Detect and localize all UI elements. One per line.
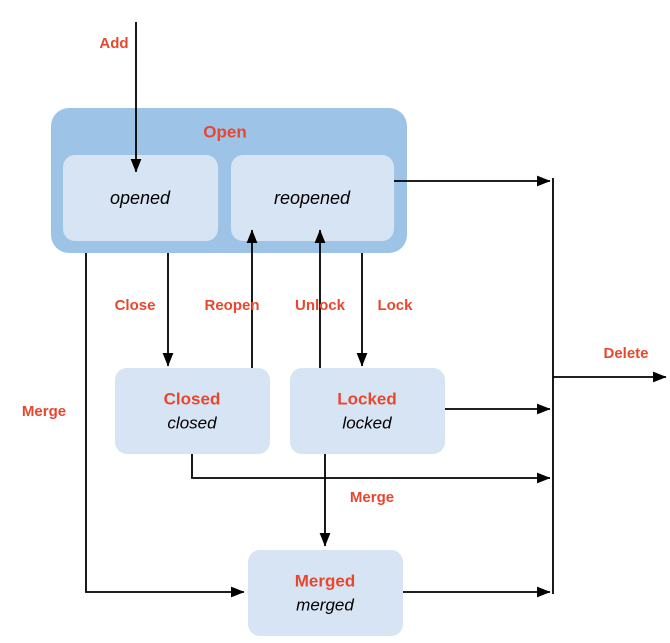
edge-label-reopen: Reopen bbox=[204, 297, 259, 314]
state-locked-box bbox=[290, 368, 445, 454]
state-merged-subtitle: merged bbox=[296, 595, 354, 614]
state-merged-title: Merged bbox=[295, 571, 355, 590]
state-opened[interactable]: opened bbox=[63, 155, 218, 241]
state-reopened-box bbox=[231, 155, 394, 241]
state-locked-title: Locked bbox=[337, 389, 397, 408]
state-locked-subtitle: locked bbox=[342, 413, 392, 432]
state-closed-box bbox=[115, 368, 270, 454]
edge-closed-to-delete-bus bbox=[191, 454, 551, 484]
state-locked[interactable]: Locked locked bbox=[290, 368, 445, 454]
edge-label-unlock: Unlock bbox=[295, 297, 346, 314]
edge-label-merge-middle: Merge bbox=[350, 489, 394, 506]
state-closed[interactable]: Closed closed bbox=[115, 368, 270, 454]
edge-label-delete: Delete bbox=[603, 345, 648, 362]
edge-label-add: Add bbox=[99, 35, 128, 52]
state-opened-box bbox=[63, 155, 218, 241]
state-merged[interactable]: Merged merged bbox=[248, 550, 403, 636]
state-opened-label: opened bbox=[110, 188, 171, 208]
state-reopened[interactable]: reopened bbox=[231, 155, 394, 241]
state-merged-box bbox=[248, 550, 403, 636]
group-open-title: Open bbox=[203, 122, 246, 141]
state-closed-title: Closed bbox=[164, 389, 221, 408]
edge-label-merge-left: Merge bbox=[22, 403, 66, 420]
edge-merge-from-open bbox=[85, 253, 245, 598]
state-closed-subtitle: closed bbox=[167, 413, 217, 432]
state-reopened-label: reopened bbox=[274, 188, 351, 208]
edge-label-lock: Lock bbox=[377, 297, 413, 314]
edge-label-close: Close bbox=[115, 297, 156, 314]
